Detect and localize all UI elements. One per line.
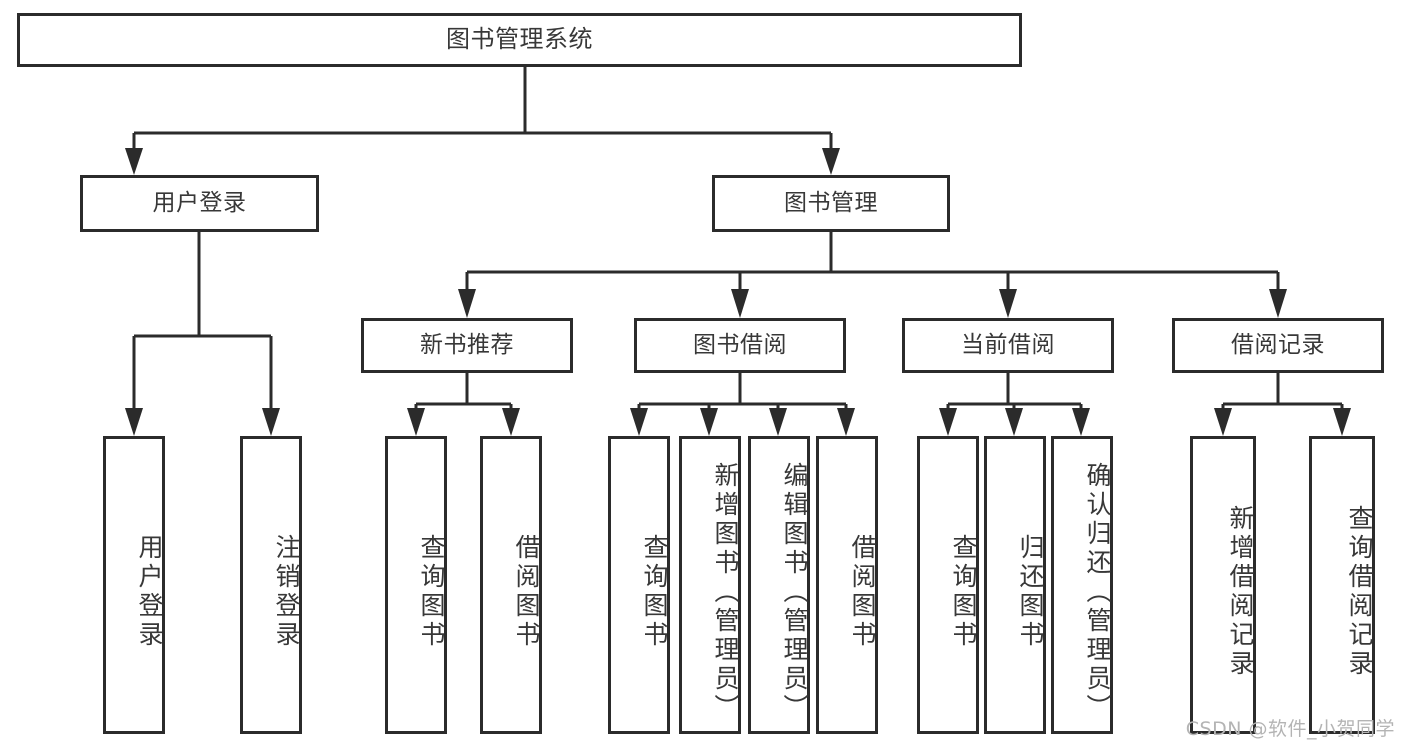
connector-user-login-to-leaves bbox=[125, 232, 280, 436]
connector-root-to-level1 bbox=[125, 67, 840, 175]
leaf-user-login[interactable]: 用户登录 bbox=[103, 436, 165, 734]
leaf-add-book-admin[interactable]: 新增图书（管理员） bbox=[679, 436, 741, 734]
leaf-add-record[interactable]: 新增借阅记录 bbox=[1190, 436, 1256, 734]
node-user-login[interactable]: 用户登录 bbox=[80, 175, 319, 232]
leaf-borrow-book-1[interactable]: 借阅图书 bbox=[480, 436, 542, 734]
leaf-borrow-book-2[interactable]: 借阅图书 bbox=[816, 436, 878, 734]
leaf-confirm-return[interactable]: 确认归还（管理员） bbox=[1051, 436, 1113, 734]
node-current-borrow[interactable]: 当前借阅 bbox=[902, 318, 1114, 373]
leaf-label: 用户登录 bbox=[135, 534, 164, 650]
node-borrow-record[interactable]: 借阅记录 bbox=[1172, 318, 1384, 373]
leaf-label: 查询图书 bbox=[417, 534, 446, 650]
leaf-label: 借阅图书 bbox=[848, 534, 877, 650]
leaf-label: 查询借阅记录 bbox=[1345, 505, 1374, 679]
leaf-return-book[interactable]: 归还图书 bbox=[984, 436, 1046, 734]
leaf-label: 注销登录 bbox=[272, 534, 301, 650]
leaf-label: 查询图书 bbox=[640, 534, 669, 650]
connector-borrow-record-to-leaves bbox=[1214, 373, 1351, 436]
csdn-watermark: CSDN @软件_小贺同学 bbox=[1185, 718, 1395, 740]
leaf-label: 归还图书 bbox=[1016, 534, 1045, 650]
leaf-logout-login[interactable]: 注销登录 bbox=[240, 436, 302, 734]
leaf-edit-book-admin[interactable]: 编辑图书（管理员） bbox=[748, 436, 810, 734]
leaf-query-book-1[interactable]: 查询图书 bbox=[385, 436, 447, 734]
leaf-label: 编辑图书（管理员） bbox=[780, 461, 809, 723]
connector-book-manage-to-level2 bbox=[458, 232, 1287, 318]
node-root[interactable]: 图书管理系统 bbox=[17, 13, 1022, 67]
leaf-query-record[interactable]: 查询借阅记录 bbox=[1309, 436, 1375, 734]
leaf-label: 查询图书 bbox=[949, 534, 978, 650]
node-book-borrow[interactable]: 图书借阅 bbox=[634, 318, 846, 373]
node-new-book-recommend[interactable]: 新书推荐 bbox=[361, 318, 573, 373]
connector-new-book-recommend-to-leaves bbox=[407, 373, 520, 436]
leaf-label: 新增图书（管理员） bbox=[711, 461, 740, 723]
connector-current-borrow-to-leaves bbox=[939, 373, 1090, 436]
node-book-manage[interactable]: 图书管理 bbox=[712, 175, 950, 232]
leaf-label: 新增借阅记录 bbox=[1226, 505, 1255, 679]
leaf-label: 确认归还（管理员） bbox=[1083, 461, 1112, 723]
leaf-query-book-3[interactable]: 查询图书 bbox=[917, 436, 979, 734]
leaf-label: 借阅图书 bbox=[512, 534, 541, 650]
leaf-query-book-2[interactable]: 查询图书 bbox=[608, 436, 670, 734]
connector-book-borrow-to-leaves bbox=[630, 373, 855, 436]
